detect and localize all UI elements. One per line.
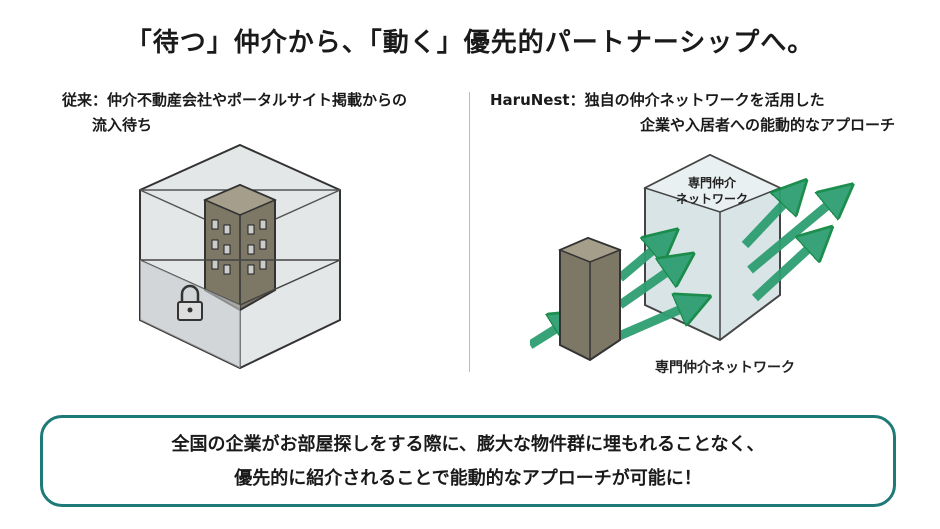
network-illustration: 専門仲介 ネットワーク 専門仲介ネットワーク: [530, 153, 890, 376]
right-caption-line2: 企業や入居者への能動的なアプローチ: [639, 116, 895, 134]
old-building-icon: [203, 183, 277, 312]
left-caption-line1: 従来：仲介不動産会社やポータルサイト掲載からの: [62, 91, 408, 109]
divider: [469, 92, 470, 372]
building-label-2: ネットワーク: [676, 192, 748, 206]
building-label-1: 専門仲介: [688, 175, 737, 190]
page-title: 「待つ」仲介から、「動く」優先的パートナーシップへ。: [125, 28, 815, 58]
summary-line2: 優先的に紹介されることで能動的なアプローチが可能に！: [234, 468, 702, 489]
locked-building-illustration: [139, 143, 341, 370]
lock-icon: [177, 284, 203, 321]
summary-line1: 全国の企業がお部屋探しをする際に、膨大な物件群に埋もれることなく、: [171, 434, 765, 455]
summary-box: 全国の企業がお部屋探しをする際に、膨大な物件群に埋もれることなく、 優先的に紹介…: [40, 415, 896, 507]
network-caption: 専門仲介ネットワーク: [655, 359, 795, 376]
small-building-icon: [558, 236, 623, 362]
right-caption-line1: HaruNest：独自の仲介ネットワークを活用した: [490, 91, 825, 109]
left-caption-line2: 流入待ち: [92, 116, 153, 134]
